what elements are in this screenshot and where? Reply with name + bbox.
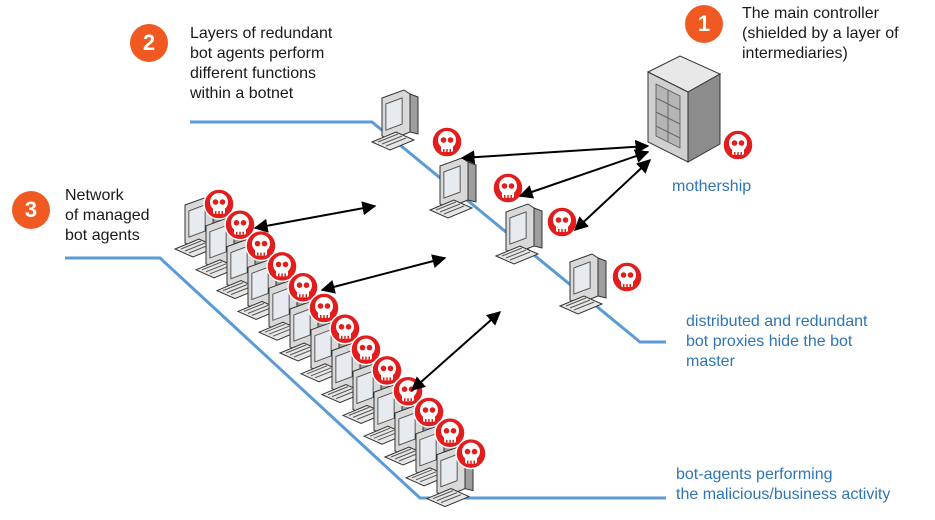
bidirectional-arrow-icon bbox=[253, 139, 652, 391]
bot-agent-column bbox=[174, 188, 487, 508]
skull-badge-icon bbox=[431, 126, 463, 158]
skull-badge-icon bbox=[722, 129, 754, 161]
proxy-computer-icon bbox=[429, 157, 477, 219]
agents-label: bot-agents performing the malicious/busi… bbox=[676, 466, 891, 503]
proxy-computer-icon bbox=[495, 203, 543, 265]
proxy-computer-icon bbox=[559, 253, 607, 315]
callout-badge-3: 3 bbox=[12, 191, 50, 229]
callout-text-2: Layers of redundant bot agents perform d… bbox=[190, 25, 333, 102]
callout-badge-2: 2 bbox=[130, 24, 168, 62]
skull-badge-icon bbox=[546, 206, 578, 238]
skull-badge-icon bbox=[492, 172, 524, 204]
layer-line-3 bbox=[65, 256, 666, 500]
mothership-server-icon bbox=[646, 55, 722, 163]
mothership-label: mothership bbox=[672, 178, 752, 195]
skull-badge-icon bbox=[611, 261, 643, 293]
skull-badge-icon bbox=[455, 437, 487, 470]
callout-badge-1: 1 bbox=[685, 5, 723, 43]
callout-text-1: The main controller (shielded by a layer… bbox=[742, 5, 899, 62]
proxy-computer-icon bbox=[371, 89, 419, 151]
proxies-label: distributed and redundant bot proxies hi… bbox=[686, 313, 868, 370]
callout-text-3: Network of managed bot agents bbox=[65, 187, 150, 244]
